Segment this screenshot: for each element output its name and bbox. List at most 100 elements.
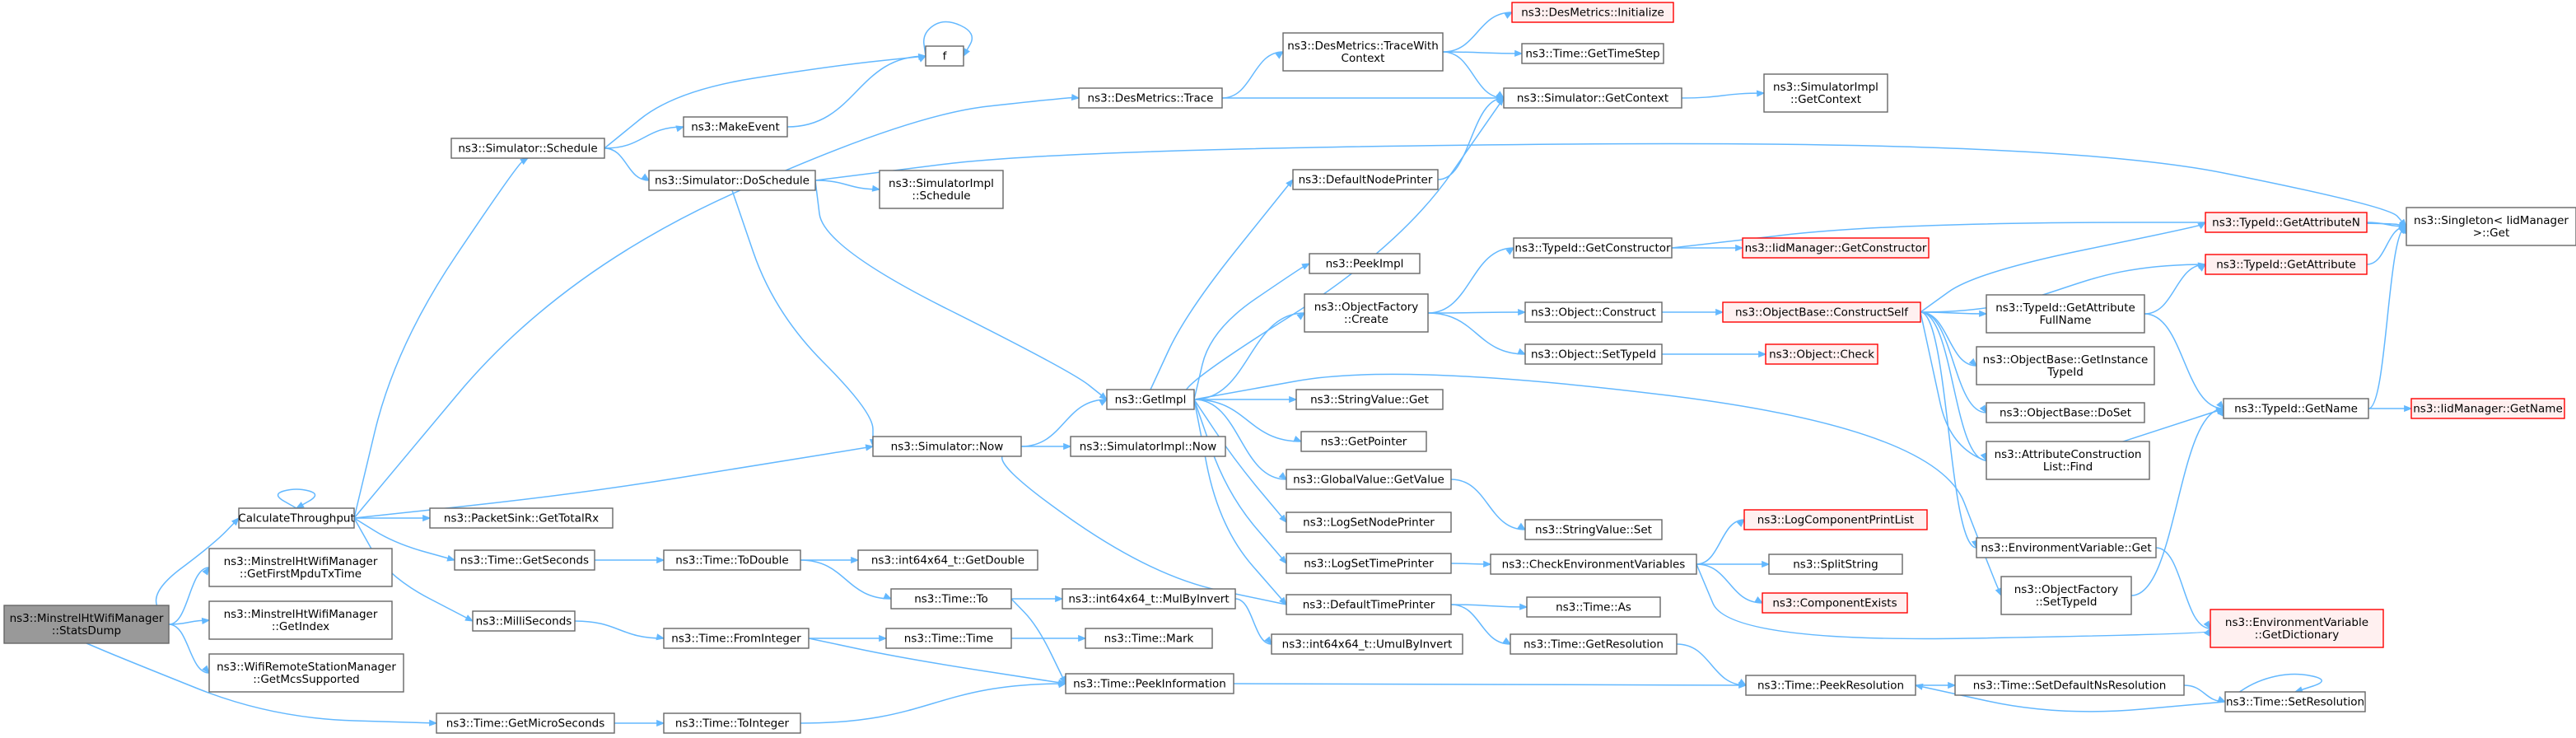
node-calc[interactable]: CalculateThroughput (238, 507, 355, 529)
node-typegetattrn[interactable]: ns3::TypeId::GetAttributeN (2205, 212, 2368, 233)
node-envgetdict[interactable]: ns3::EnvironmentVariable::GetDictionary (2210, 609, 2384, 648)
node-defnodeprinter[interactable]: ns3::DefaultNodePrinter (1292, 169, 1439, 190)
node-objcheck[interactable]: ns3::Object::Check (1765, 343, 1878, 365)
node-f[interactable]: f (925, 45, 964, 67)
node-splitstring[interactable]: ns3::SplitString (1768, 554, 1903, 575)
node-int64double[interactable]: ns3::int64x64_t::GetDouble (857, 549, 1038, 571)
node-timeas[interactable]: ns3::Time::As (1526, 596, 1661, 618)
edge-peekinfo-to-peekres (1233, 681, 1748, 689)
node-todouble[interactable]: ns3::Time::ToDouble (663, 549, 801, 571)
node-getfirst[interactable]: ns3::MinstrelHtWifiManager::GetFirstMpdu… (208, 548, 393, 587)
node-globalget[interactable]: ns3::GlobalValue::GetValue (1286, 469, 1452, 490)
node-checkenv[interactable]: ns3::CheckEnvironmentVariables (1490, 554, 1697, 575)
node-strvalset[interactable]: ns3::StringValue::Set (1524, 519, 1663, 540)
edge-typegetname-to-singleton (2368, 225, 2409, 409)
node-getpointer[interactable]: ns3::GetPointer (1300, 431, 1427, 452)
node-label: ns3::ObjectBase::ConstructSelf (1735, 306, 1909, 320)
node-iidgetname[interactable]: ns3::IidManager::GetName (2410, 398, 2565, 419)
node-toint[interactable]: ns3::Time::ToInteger (663, 712, 801, 734)
node-box (208, 653, 404, 693)
edge-line (2368, 226, 2407, 409)
edge-getimpl-to-defnodeprinter (1150, 178, 1294, 390)
node-mulbyinv[interactable]: ns3::int64x64_t::MulByInvert (1062, 588, 1236, 610)
node-setres[interactable]: ns3::Time::SetResolution (2224, 691, 2366, 712)
node-fromint[interactable]: ns3::Time::FromInteger (663, 628, 810, 649)
node-setdefres[interactable]: ns3::Time::SetDefaultNsResolution (1954, 675, 2185, 696)
node-logcompprint[interactable]: ns3::LogComponentPrintList (1743, 509, 1928, 530)
node-implgetctx[interactable]: ns3::SimulatorImpl::GetContext (1763, 73, 1888, 113)
edge-calc-to-simnow (353, 444, 875, 519)
node-simgetctx[interactable]: ns3::Simulator::GetContext (1503, 87, 1682, 109)
node-objbaseconstruct[interactable]: ns3::ObjectBase::ConstructSelf (1722, 301, 1921, 323)
node-getmcs[interactable]: ns3::WifiRemoteStationManager::GetMcsSup… (208, 653, 404, 693)
node-box (857, 549, 1038, 571)
node-envget[interactable]: ns3::EnvironmentVariable::Get (1976, 537, 2157, 558)
edge-line (168, 567, 210, 625)
node-getmicro[interactable]: ns3::Time::GetMicroSeconds (436, 712, 615, 734)
node-implsched[interactable]: ns3::SimulatorImpl::Schedule (879, 170, 1004, 209)
node-implnow[interactable]: ns3::SimulatorImpl::Now (1070, 436, 1226, 457)
node-gettimestep[interactable]: ns3::Time::GetTimeStep (1521, 43, 1664, 64)
node-label: ns3::EnvironmentVariable::Get (1981, 542, 2151, 555)
node-deftimeprinter[interactable]: ns3::DefaultTimePrinter (1286, 594, 1452, 615)
node-typegetname[interactable]: ns3::TypeId::GetName (2223, 398, 2369, 419)
node-box (450, 138, 605, 159)
node-logsettime[interactable]: ns3::LogSetTimePrinter (1286, 553, 1452, 574)
node-label: ns3::Time::GetTimeStep (1525, 48, 1659, 61)
edge-timeto-to-peekinfo (1010, 598, 1066, 685)
node-typegetattr[interactable]: ns3::TypeId::GetAttribute (2205, 254, 2368, 275)
node-objfactsettype[interactable]: ns3::ObjectFactory::SetTypeId (2000, 576, 2132, 615)
node-desmtrace[interactable]: ns3::DesMetrics::Trace (1078, 87, 1223, 109)
node-milli[interactable]: ns3::MilliSeconds (472, 610, 576, 632)
node-label: ns3::PacketSink::GetTotalRx (444, 512, 599, 525)
node-umulbyinv[interactable]: ns3::int64x64_t::UmulByInvert (1271, 633, 1463, 655)
node-box (683, 116, 788, 138)
node-getindex[interactable]: ns3::MinstrelHtWifiManager::GetIndex (208, 600, 393, 640)
edge-deftimeprinter-to-timeas (1450, 603, 1528, 610)
node-box (1309, 253, 1421, 274)
node-compexists[interactable]: ns3::ComponentExists (1762, 592, 1908, 614)
node-label: ns3::DefaultTimePrinter (1303, 599, 1435, 612)
node-logsetnode[interactable]: ns3::LogSetNodePrinter (1286, 511, 1452, 533)
node-makeevent[interactable]: ns3::MakeEvent (683, 116, 788, 138)
node-getsec[interactable]: ns3::Time::GetSeconds (454, 549, 595, 571)
node-typegetctor[interactable]: ns3::TypeId::GetConstructor (1513, 237, 1673, 259)
node-objconstruct[interactable]: ns3::Object::Construct (1524, 301, 1663, 323)
edge-line (1920, 311, 1987, 315)
node-peekinfo[interactable]: ns3::Time::PeekInformation (1065, 673, 1234, 694)
node-singleton[interactable]: ns3::Singleton< IidManager >::Get (2406, 207, 2576, 246)
node-getres[interactable]: ns3::Time::GetResolution (1510, 633, 1678, 655)
node-label: CalculateThroughput (238, 512, 354, 525)
node-strvalget[interactable]: ns3::StringValue::Get (1295, 389, 1444, 410)
node-dosched[interactable]: ns3::Simulator::DoSchedule (648, 170, 816, 191)
node-box (436, 712, 615, 734)
edge-arrowhead (202, 566, 210, 576)
edge-getimpl-to-strvalget (1194, 395, 1298, 404)
edge-stats-to-getmcs (168, 624, 210, 675)
node-stats[interactable]: ns3::MinstrelHtWifiManager::StatsDump (3, 605, 170, 644)
node-label: ns3::StringValue::Get (1310, 394, 1429, 407)
node-objbasedoset[interactable]: ns3::ObjectBase::DoSet (1986, 402, 2145, 423)
node-timemark[interactable]: ns3::Time::Mark (1085, 628, 1213, 649)
edge-arrowhead (1496, 91, 1505, 99)
node-timetime[interactable]: ns3::Time::Time (885, 628, 1012, 649)
node-objsettypeid[interactable]: ns3::Object::SetTypeId (1524, 343, 1663, 365)
node-box (1085, 628, 1213, 649)
node-peekres[interactable]: ns3::Time::PeekResolution (1745, 675, 1916, 696)
node-objfactcreate[interactable]: ns3::ObjectFactory::Create (1304, 293, 1429, 333)
node-desminit[interactable]: ns3::DesMetrics::Initialize (1511, 2, 1674, 23)
node-simnow[interactable]: ns3::Simulator::Now (872, 436, 1022, 457)
node-label: ns3::ObjectBase::GetInstance (1983, 353, 2149, 367)
node-iidgetctor[interactable]: ns3::IidManager::GetConstructor (1742, 237, 1930, 259)
node-box (663, 549, 801, 571)
edge-objfactcreate-to-objconstruct (1427, 308, 1527, 316)
node-peekimpl[interactable]: ns3::PeekImpl (1309, 253, 1421, 274)
node-getimpl[interactable]: ns3::GetImpl (1106, 389, 1195, 410)
node-timeto[interactable]: ns3::Time::To (890, 588, 1012, 610)
node-sched[interactable]: ns3::Simulator::Schedule (450, 138, 605, 159)
node-pktsink[interactable]: ns3::PacketSink::GetTotalRx (429, 507, 614, 529)
